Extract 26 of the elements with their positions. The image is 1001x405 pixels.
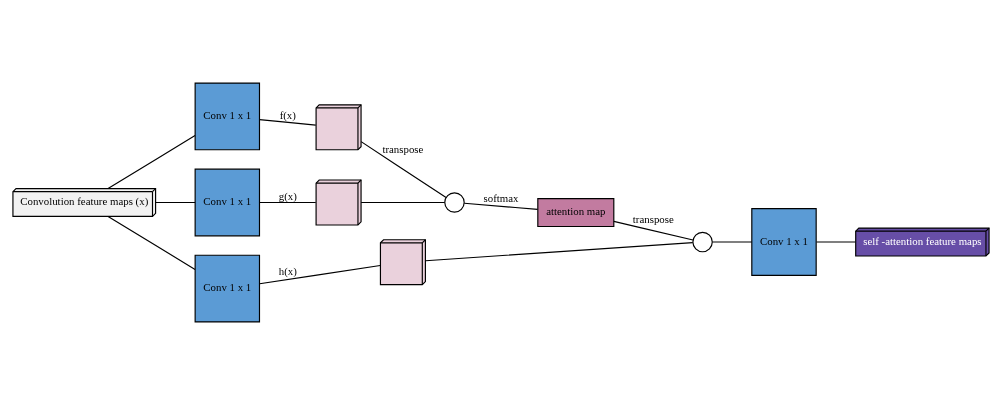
node-circle — [691, 231, 713, 253]
node-box: attention map — [536, 198, 614, 228]
connector — [360, 141, 447, 199]
connector — [258, 264, 381, 285]
connector — [424, 242, 693, 262]
connector — [360, 201, 445, 204]
connector — [815, 241, 856, 243]
connector — [154, 201, 196, 204]
edge-label: transpose — [381, 143, 423, 156]
connector — [612, 220, 694, 241]
edge-label: h(x) — [278, 264, 297, 277]
node-box: Conv 1 x 1 — [750, 208, 817, 276]
connector — [258, 201, 316, 204]
connector — [258, 118, 316, 126]
edge-label: softmax — [483, 191, 518, 204]
connector — [107, 135, 196, 190]
connector — [711, 241, 752, 243]
node-box: Conv 1 x 1 — [194, 254, 260, 323]
node-box: Conv 1 x 1 — [194, 168, 260, 237]
connector — [463, 202, 538, 210]
edge-label: f(x) — [279, 108, 296, 121]
node-box: Conv 1 x 1 — [194, 82, 260, 151]
edge-label: transpose — [632, 212, 674, 225]
connector — [107, 215, 196, 270]
edge-label: g(x) — [278, 189, 297, 202]
node-circle — [443, 192, 465, 213]
